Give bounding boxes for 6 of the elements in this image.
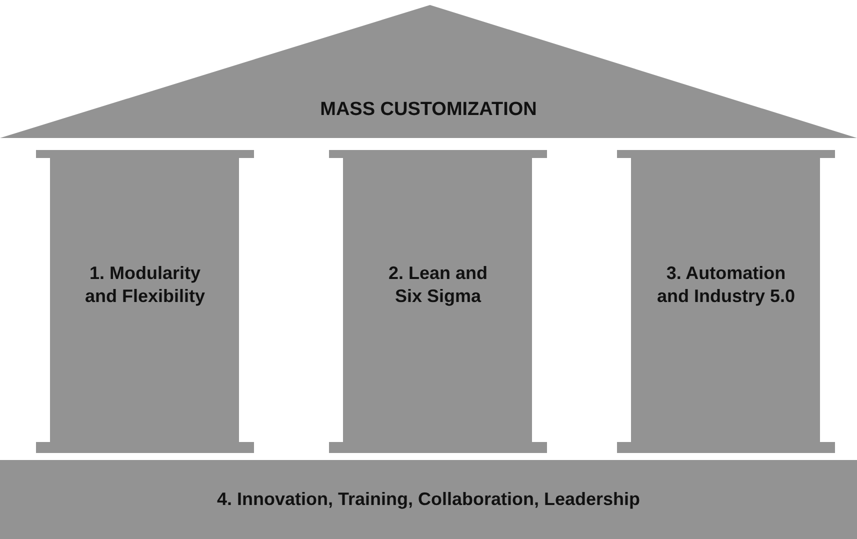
roof-title: MASS CUSTOMIZATION bbox=[319, 99, 538, 121]
foundation-band bbox=[0, 460, 857, 539]
pillar-label: 2. Lean and Six Sigma bbox=[387, 262, 489, 307]
pillar-label: 1. Modularity and Flexibility bbox=[84, 262, 206, 307]
pillar-label: 3. Automation and Industry 5.0 bbox=[656, 262, 796, 307]
foundation-label: 4. Innovation, Training, Collaboration, Leadership bbox=[216, 489, 640, 510]
